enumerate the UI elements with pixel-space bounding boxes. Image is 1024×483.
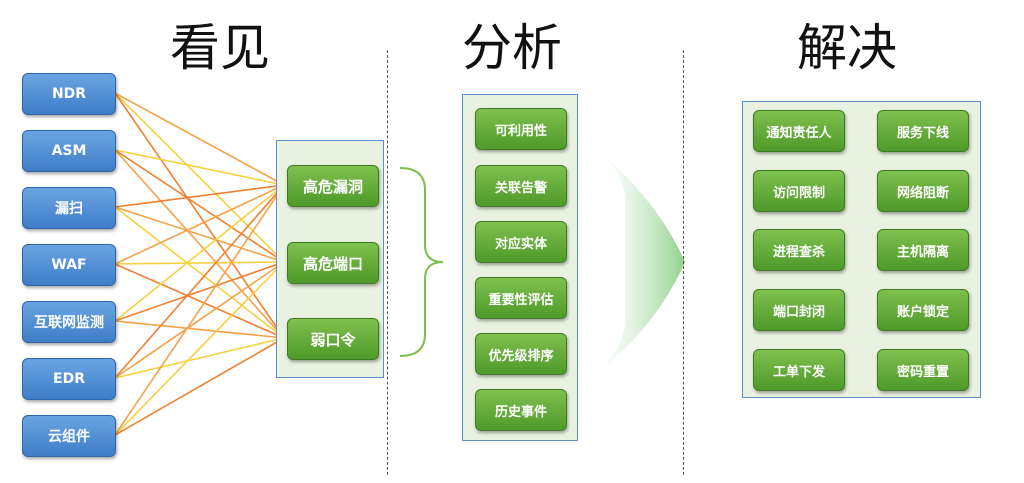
connection-line [114, 320, 285, 339]
divider-left [387, 50, 388, 475]
action-host-isolation: 主机隔离 [877, 229, 969, 271]
source-edr: EDR [22, 358, 116, 400]
analysis-panel [462, 94, 578, 441]
heading-see: 看见 [170, 19, 270, 77]
source-asm: ASM [22, 130, 116, 172]
analysis-historical-events: 历史事件 [475, 389, 567, 431]
connection-line [114, 337, 285, 436]
heading-resolve: 解决 [797, 19, 897, 77]
curly-brace [399, 167, 444, 357]
analysis-exploitability: 可利用性 [475, 108, 567, 150]
connection-line [114, 92, 285, 186]
connection-line [114, 206, 285, 339]
connection-line [114, 261, 285, 265]
risk-high-vulnerability: 高危漏洞 [287, 165, 379, 207]
source-cloud-components: 云组件 [22, 415, 116, 457]
source-internet-monitoring: 互联网监测 [22, 301, 116, 343]
risk-weak-password: 弱口令 [287, 318, 379, 360]
connection-line [114, 261, 285, 436]
connection-line [114, 184, 285, 208]
connection-line [114, 184, 285, 379]
connection-line [114, 206, 285, 263]
analysis-importance-assessment: 重要性评估 [475, 277, 567, 319]
connection-line [114, 149, 285, 339]
analysis-priority-ranking: 优先级排序 [475, 333, 567, 375]
connection-line [114, 263, 285, 339]
connection-line [114, 92, 285, 263]
action-notify-owner: 通知责任人 [753, 110, 845, 152]
analysis-entity-mapping: 对应实体 [475, 221, 567, 263]
funnel-arrow [590, 145, 685, 378]
risk-high-port: 高危端口 [287, 242, 379, 284]
connection-line [114, 337, 285, 379]
action-password-reset: 密码重置 [877, 349, 969, 391]
action-account-lock: 账户锁定 [877, 289, 969, 331]
action-process-kill: 进程查杀 [753, 229, 845, 271]
connection-line [114, 184, 285, 322]
connection-line [114, 184, 285, 436]
action-service-offline: 服务下线 [877, 110, 969, 152]
connection-line [114, 261, 285, 322]
action-port-close: 端口封闭 [753, 289, 845, 331]
connection-line [114, 149, 285, 263]
analysis-correlated-alerts: 关联告警 [475, 165, 567, 207]
action-ticket-dispatch: 工单下发 [753, 349, 845, 391]
source-vuln-scan: 漏扫 [22, 187, 116, 229]
connection-line [114, 184, 285, 265]
action-network-block: 网络阻断 [877, 170, 969, 212]
heading-analyze: 分析 [462, 19, 562, 77]
connection-line [114, 92, 285, 339]
connection-line [114, 261, 285, 379]
divider-right [683, 50, 684, 475]
connection-line [114, 149, 285, 186]
source-ndr: NDR [22, 73, 116, 115]
action-access-restriction: 访问限制 [753, 170, 845, 212]
source-waf: WAF [22, 244, 116, 286]
